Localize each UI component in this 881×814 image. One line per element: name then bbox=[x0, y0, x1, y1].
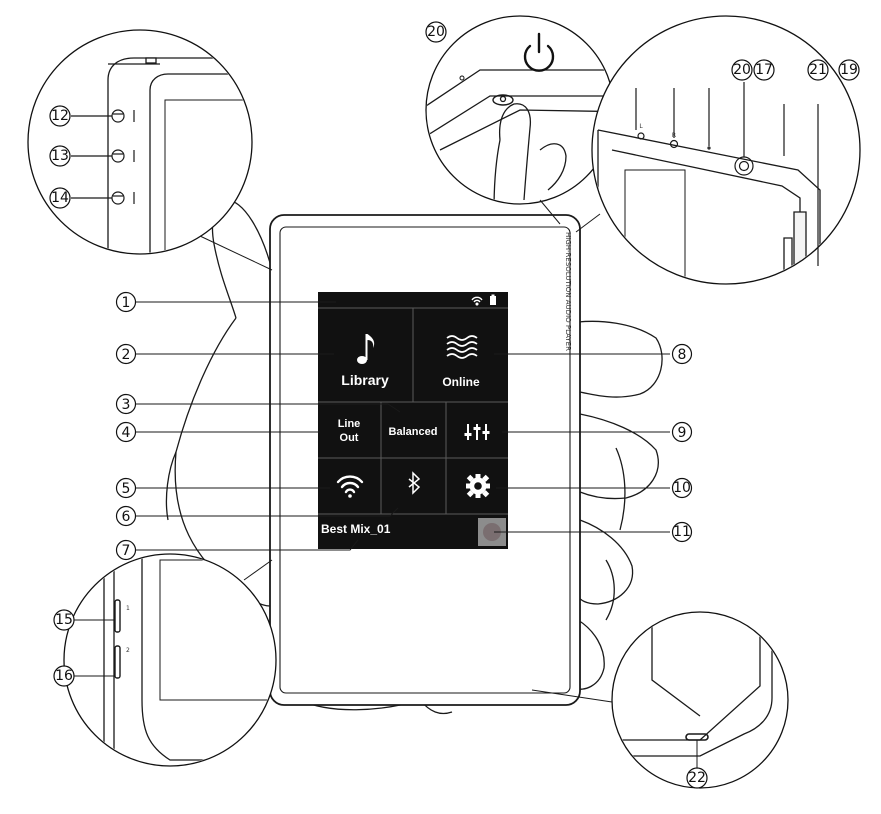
svg-text:10: 10 bbox=[673, 480, 691, 496]
callout-10: 10 bbox=[671, 477, 693, 499]
wifi-tile[interactable] bbox=[336, 475, 364, 498]
balanced-label: Balanced bbox=[389, 426, 438, 438]
bluetooth-icon bbox=[408, 471, 421, 495]
callout-21: 21 bbox=[807, 59, 829, 81]
callout-20-top: 20 bbox=[425, 21, 447, 43]
svg-text:8: 8 bbox=[678, 347, 687, 363]
callout-1: 1 bbox=[115, 291, 137, 313]
svg-text:1: 1 bbox=[122, 295, 131, 311]
svg-text:11: 11 bbox=[673, 524, 691, 540]
callout-13: 13 bbox=[49, 145, 71, 167]
svg-text:14: 14 bbox=[51, 190, 69, 206]
equalizer-tile[interactable] bbox=[464, 424, 490, 440]
now-playing-title[interactable]: Best Mix_01 bbox=[321, 522, 391, 536]
wifi-status-icon bbox=[471, 296, 483, 306]
callout-20-right: 20 bbox=[731, 59, 753, 81]
album-art-icon[interactable] bbox=[478, 518, 506, 546]
callout-4: 4 bbox=[115, 421, 137, 443]
callout-22: 22 bbox=[686, 767, 708, 789]
settings-tile[interactable] bbox=[466, 474, 490, 498]
sound-waves-icon bbox=[446, 335, 478, 359]
callout-12: 12 bbox=[49, 105, 71, 127]
svg-text:1: 1 bbox=[126, 605, 130, 612]
line-out-tile[interactable]: Line Out bbox=[338, 418, 361, 444]
callout-17: 17 bbox=[753, 59, 775, 81]
svg-text:20: 20 bbox=[733, 62, 751, 78]
power-icon bbox=[523, 32, 555, 72]
equalizer-icon bbox=[464, 424, 490, 440]
callout-3: 3 bbox=[115, 393, 137, 415]
svg-text:R: R bbox=[672, 132, 676, 139]
svg-text:22: 22 bbox=[688, 770, 706, 786]
svg-text:19: 19 bbox=[840, 62, 858, 78]
callout-2: 2 bbox=[115, 343, 137, 365]
svg-text:21: 21 bbox=[809, 62, 827, 78]
svg-text:16: 16 bbox=[55, 668, 73, 684]
callout-16: 16 bbox=[53, 665, 75, 687]
detail-power: 20 bbox=[425, 15, 615, 225]
svg-text:2: 2 bbox=[122, 347, 131, 363]
detail-card-slots: 1 2 15 16 bbox=[53, 553, 277, 767]
screen: Library Online Line Out Balanced bbox=[318, 292, 508, 549]
online-tile[interactable]: Online bbox=[442, 335, 480, 389]
callout-lines bbox=[136, 301, 670, 551]
svg-text:3: 3 bbox=[122, 397, 131, 413]
device-side-text: HIGH-RESOLUTION AUDIO PLAYER bbox=[564, 232, 572, 351]
callout-5: 5 bbox=[115, 477, 137, 499]
svg-text:4: 4 bbox=[122, 425, 131, 441]
detail-jacks-left: 12 13 14 bbox=[27, 29, 273, 271]
svg-text:2: 2 bbox=[126, 647, 130, 654]
bluetooth-tile[interactable] bbox=[408, 471, 421, 495]
svg-text:5: 5 bbox=[122, 481, 131, 497]
callout-15: 15 bbox=[53, 609, 75, 631]
svg-text:L: L bbox=[639, 123, 643, 130]
line-out-label-line1: Line bbox=[338, 418, 361, 430]
svg-text:13: 13 bbox=[51, 148, 69, 164]
svg-text:6: 6 bbox=[122, 509, 131, 525]
detail-top-right: L R 20 17 21 19 bbox=[575, 15, 861, 285]
detail-usb: 22 bbox=[531, 611, 789, 789]
callout-7: 7 bbox=[115, 539, 137, 561]
svg-text:20: 20 bbox=[427, 24, 445, 40]
svg-text:9: 9 bbox=[678, 425, 687, 441]
battery-icon bbox=[490, 296, 496, 305]
callout-14: 14 bbox=[49, 187, 71, 209]
callout-6: 6 bbox=[115, 505, 137, 527]
callout-11: 11 bbox=[671, 521, 693, 543]
online-label: Online bbox=[442, 375, 480, 389]
line-out-label-line2: Out bbox=[340, 432, 359, 444]
svg-text:12: 12 bbox=[51, 108, 69, 124]
balanced-tile[interactable]: Balanced bbox=[389, 426, 438, 438]
gear-icon bbox=[466, 474, 490, 498]
callout-9: 9 bbox=[671, 421, 693, 443]
library-label: Library bbox=[341, 372, 389, 388]
callout-19: 19 bbox=[838, 59, 860, 81]
svg-text:17: 17 bbox=[755, 62, 773, 78]
wifi-icon bbox=[336, 475, 364, 494]
callout-8: 8 bbox=[671, 343, 693, 365]
music-note-icon bbox=[357, 334, 375, 364]
library-tile[interactable]: Library bbox=[341, 334, 389, 388]
svg-text:7: 7 bbox=[122, 543, 131, 559]
svg-text:15: 15 bbox=[55, 612, 73, 628]
